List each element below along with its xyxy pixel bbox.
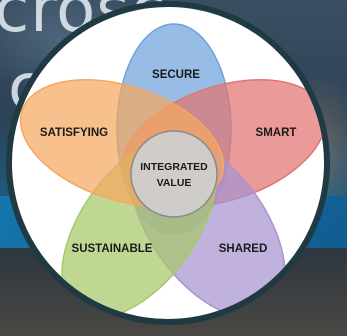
label-secure: SECURE [152, 69, 200, 81]
label-shared: SHARED [219, 243, 268, 255]
center-circle [130, 130, 218, 218]
label-sustainable: SUSTAINABLE [72, 243, 153, 255]
diagram-frame: SECURE SMART SHARED SUSTAINABLE SATISFYI… [6, 1, 330, 325]
label-smart: SMART [256, 127, 297, 139]
venn-diagram: SECURE SMART SHARED SUSTAINABLE SATISFYI… [19, 23, 324, 319]
center-label-line-1: INTEGRATED [140, 161, 208, 173]
label-satisfying: SATISFYING [40, 127, 108, 139]
center-label-line-2: VALUE [157, 177, 192, 189]
